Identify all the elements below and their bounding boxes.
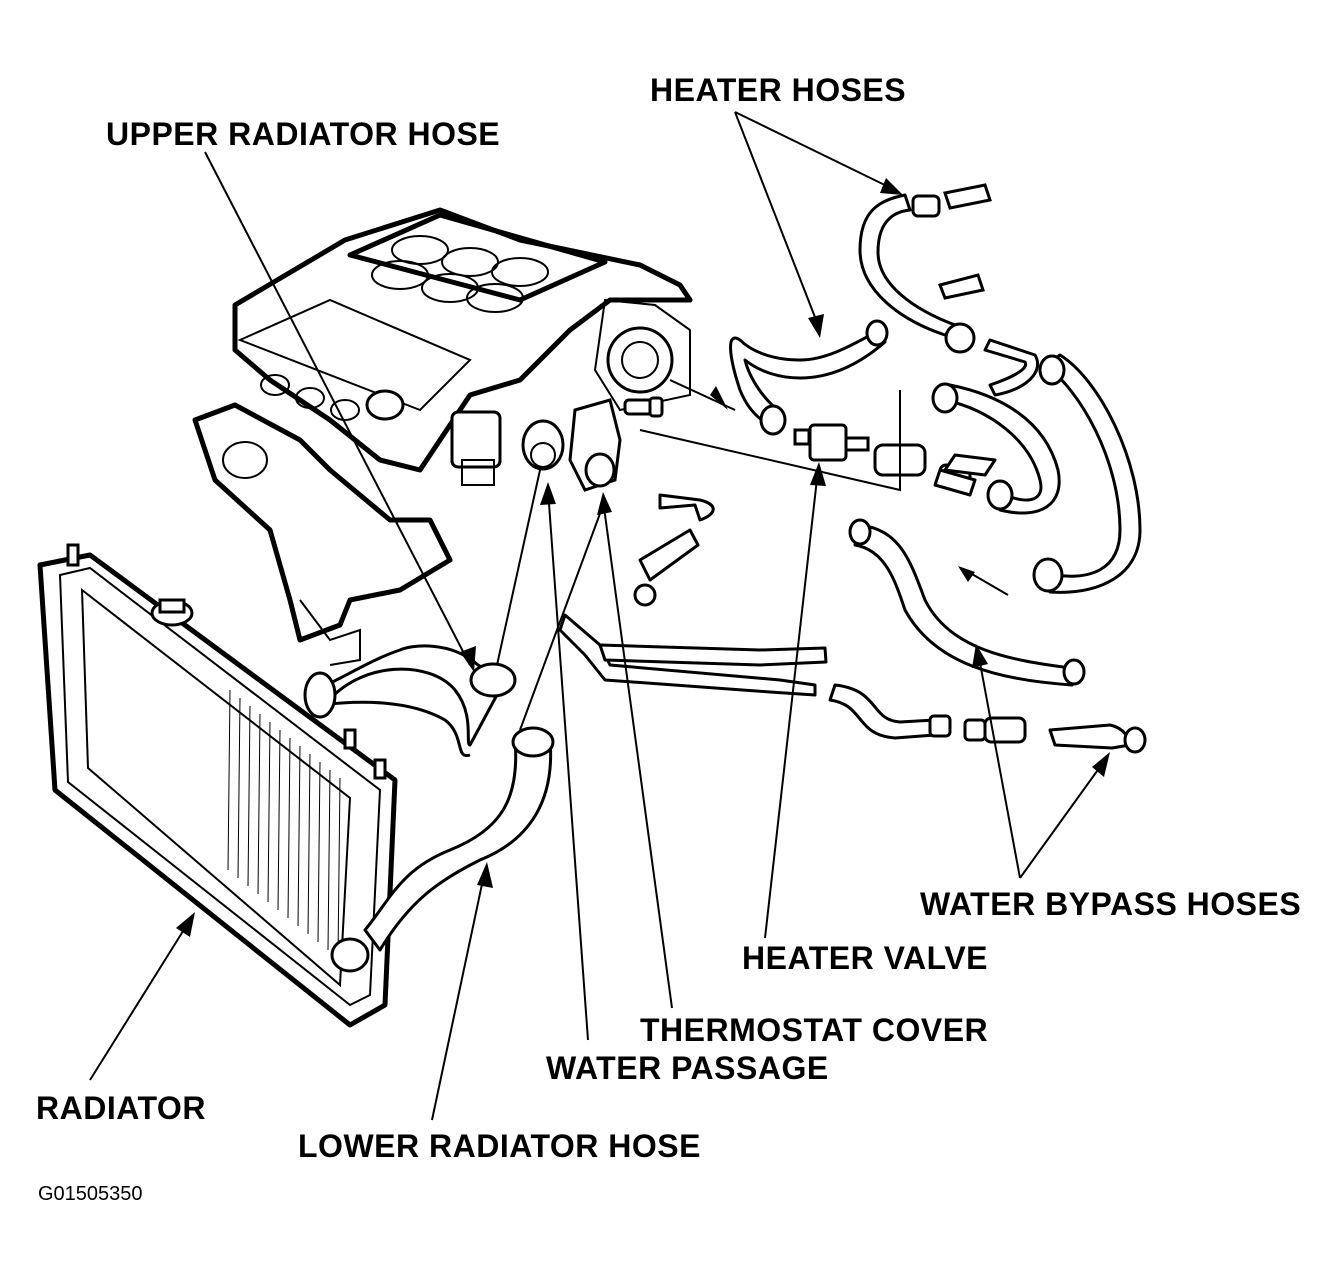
radiator-fins	[227, 689, 341, 959]
water-bypass-hoses-label: WATER BYPASS HOSES	[920, 886, 1302, 922]
heater-valve-part	[639, 390, 972, 492]
heater-valve-label: HEATER VALVE	[742, 940, 989, 976]
lower-radiator-hose-label: LOWER RADIATOR HOSE	[298, 1128, 701, 1164]
leader-lines	[89, 111, 1110, 1121]
heater-hoses-label: HEATER HOSES	[650, 72, 907, 108]
radiator-leader	[89, 919, 191, 1081]
water-bypass-leader-2	[1019, 759, 1106, 879]
thermostat-cover-label: THERMOSTAT COVER	[640, 1012, 989, 1048]
water-bypass-leader-1	[977, 651, 1021, 879]
engine-assembly	[192, 207, 693, 666]
lower-radiator-hose-leader	[431, 869, 486, 1121]
figure-id: G01505350	[38, 1183, 143, 1205]
lower-radiator-hose-part	[363, 726, 555, 952]
radiator-part	[37, 543, 398, 1028]
heater-valve-leader	[764, 469, 819, 939]
heater-hose-leader-1	[734, 111, 821, 331]
thermostat-cover-leader	[602, 499, 673, 1009]
water-passage-label: WATER PASSAGE	[546, 1050, 829, 1086]
water-bypass-hoses-part	[558, 338, 1147, 754]
upper-radiator-hose-part	[303, 644, 517, 758]
water-passage-leader	[547, 489, 589, 1041]
upper-radiator-hose-label: UPPER RADIATOR HOSE	[106, 116, 501, 152]
heater-hoses-part	[729, 183, 992, 436]
radiator-label: RADIATOR	[36, 1090, 206, 1126]
heater-hose-leader-2	[734, 111, 896, 191]
upper-radiator-hose-leader	[204, 151, 471, 666]
